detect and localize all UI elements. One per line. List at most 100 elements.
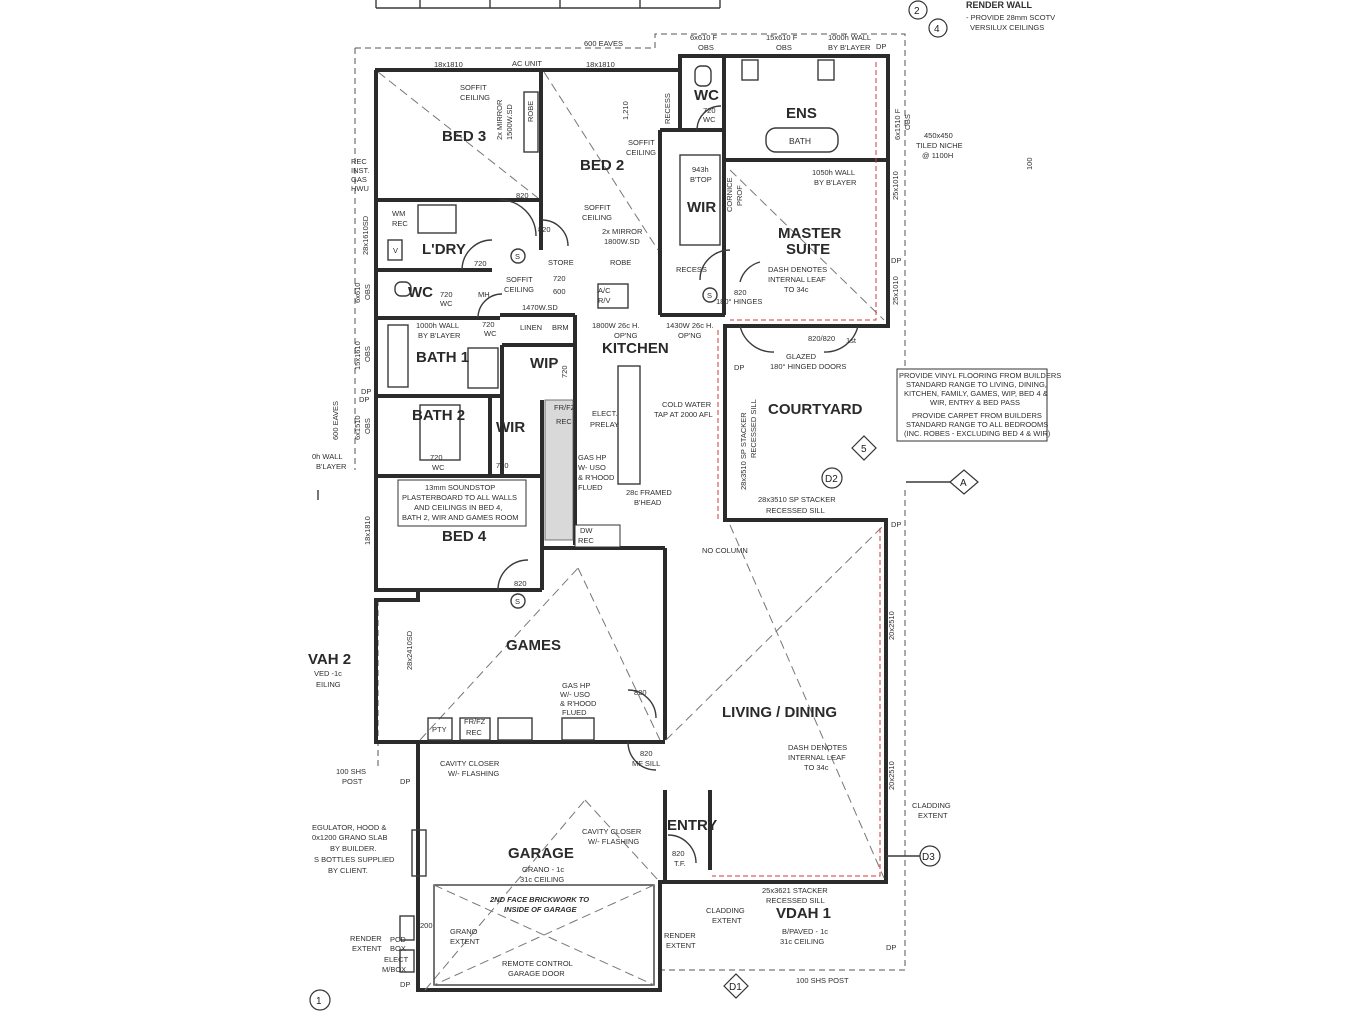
rec-gas4: HWU	[351, 184, 369, 193]
wc3: WC	[484, 329, 497, 338]
render1b: EXTENT	[352, 944, 382, 953]
smoke-symbol-1: S	[515, 252, 520, 261]
grano3: GRANO	[450, 927, 478, 936]
ceiling-diagonals	[377, 71, 885, 991]
recess1: RECESS	[663, 93, 672, 124]
wm1: WM	[392, 209, 405, 218]
internal-leaf-dash-master	[730, 62, 877, 321]
bench1: 943h	[692, 165, 709, 174]
dash2: INTERNAL LEAF	[768, 275, 826, 284]
svg-text:2: 2	[914, 6, 920, 17]
svg-text:D3: D3	[922, 852, 935, 863]
marker-d2: D2	[821, 467, 843, 489]
gas1d: FLUED	[578, 483, 603, 492]
wall-1000b2: BY B'LAYER	[418, 331, 461, 340]
niche1: 450x450	[924, 131, 953, 140]
linen: LINEN	[520, 323, 542, 332]
smoke-symbol-3: S	[515, 597, 520, 606]
room-vdah2: VAH 2	[308, 651, 351, 668]
marker-5: 5	[851, 435, 877, 461]
dp-r2: DP	[891, 520, 901, 529]
brick2: INSIDE OF GARAGE	[504, 905, 578, 914]
elect4: M/BOX	[382, 965, 406, 974]
obs-e: OBS	[363, 346, 372, 362]
dp-br: DP	[886, 943, 896, 952]
wall-1000h: 1000h WALL	[828, 33, 871, 42]
remote1: REMOTE CONTROL	[502, 959, 573, 968]
win-6x610b: 6x610	[353, 283, 362, 303]
dp-r1: DP	[891, 256, 901, 265]
top-fragment	[375, 0, 721, 9]
ac-unit: AC UNIT	[512, 59, 542, 68]
d720-e: 720	[430, 453, 443, 462]
gas2c: & R'HOOD	[560, 699, 597, 708]
win-bed3: 18x1810	[434, 60, 463, 69]
store: STORE	[548, 258, 574, 267]
cavity1b: W/- FLASHING	[448, 769, 499, 778]
obs-b: OBS	[776, 43, 792, 52]
flooring3: KITCHEN, FAMILY, GAMES, WIP, BED 4 &	[904, 389, 1048, 398]
hinge-text: 180° HINGES	[716, 297, 762, 306]
hinge820: 820	[734, 288, 747, 297]
by-blayer-top: BY B'LAYER	[828, 43, 871, 52]
fixtures	[387, 59, 839, 986]
reg5: BY CLIENT.	[328, 866, 368, 875]
mirror2b: 1800W.SD	[604, 237, 640, 246]
marker-a: A	[949, 469, 979, 495]
wall-1050a: 1050h WALL	[812, 168, 855, 177]
flooring-note-box	[896, 368, 1048, 442]
soffit2a: SOFFIT	[628, 138, 655, 147]
dp-mid: DP	[361, 387, 371, 396]
marker-1: 1	[309, 989, 331, 1011]
smoke-detectors: S S S	[510, 248, 718, 609]
render-wall-sub2: VERSILUX CEILINGS	[970, 23, 1044, 32]
room-kitchen: KITCHEN	[602, 340, 669, 357]
mirror2a: 2x MIRROR	[602, 227, 643, 236]
grano4: EXTENT	[450, 937, 480, 946]
rec-gas3: GAS	[351, 175, 367, 184]
dp-b2: DP	[359, 395, 369, 404]
d720-d: 720	[482, 320, 495, 329]
room-wip: WIP	[530, 355, 558, 372]
win-28x1610: 28x1610SD	[361, 215, 370, 255]
frfz-k1: FR/FZ	[554, 403, 576, 412]
flooring4: WIR, ENTRY & BED PASS	[930, 398, 1020, 407]
room-vdah1: VDAH 1	[776, 905, 831, 922]
internal-leaf-dash-living	[712, 528, 881, 877]
obs-c: OBS	[903, 114, 912, 130]
svg-text:D1: D1	[729, 982, 742, 993]
soffit2b: CEILING	[626, 148, 656, 157]
reg1: EGULATOR, HOOD &	[312, 823, 386, 832]
d820-c: 820	[514, 579, 527, 588]
win-bed2: 18x1810	[586, 60, 615, 69]
blayer-ob: B'LAYER	[316, 462, 347, 471]
wc-text: WC	[703, 115, 716, 124]
svg-text:4: 4	[934, 24, 940, 35]
room-bath-tub: BATH	[789, 136, 811, 146]
sound4: BATH 2, WIR AND GAMES ROOM	[402, 513, 519, 522]
flooring2: STANDARD RANGE TO LIVING, DINING,	[906, 380, 1047, 389]
recess2: RECESS	[676, 265, 707, 274]
cold1: COLD WATER	[662, 400, 712, 409]
win-20x2510: 20x2510	[887, 611, 896, 640]
room-wc-left: WC	[408, 284, 433, 301]
d720-wc: 720	[703, 106, 716, 115]
cladding2: CLADDING	[706, 906, 745, 915]
sound3: AND CEILINGS IN BED 4,	[414, 503, 502, 512]
robe1: ROBE	[526, 101, 535, 122]
svg-text:A: A	[960, 478, 967, 489]
shs2: 100 SHS POST	[796, 976, 849, 985]
room-bath1: BATH 1	[416, 349, 469, 366]
vdah1-sub1: B/PAVED - 1c	[782, 927, 828, 936]
soffit3b: CEILING	[582, 213, 612, 222]
d720-wip: 720	[560, 365, 569, 378]
render2: RENDER	[664, 931, 696, 940]
room-games: GAMES	[506, 637, 561, 654]
framed2: B'HEAD	[634, 498, 662, 507]
d720-f: 720	[496, 461, 509, 470]
niche3: @ 1100H	[922, 151, 953, 160]
open1b: OP'NG	[614, 331, 638, 340]
rec-gas2: INST.	[351, 166, 369, 175]
open1a: 1800W 26c H.	[592, 321, 640, 330]
room-courtyard: COURTYARD	[768, 401, 863, 418]
